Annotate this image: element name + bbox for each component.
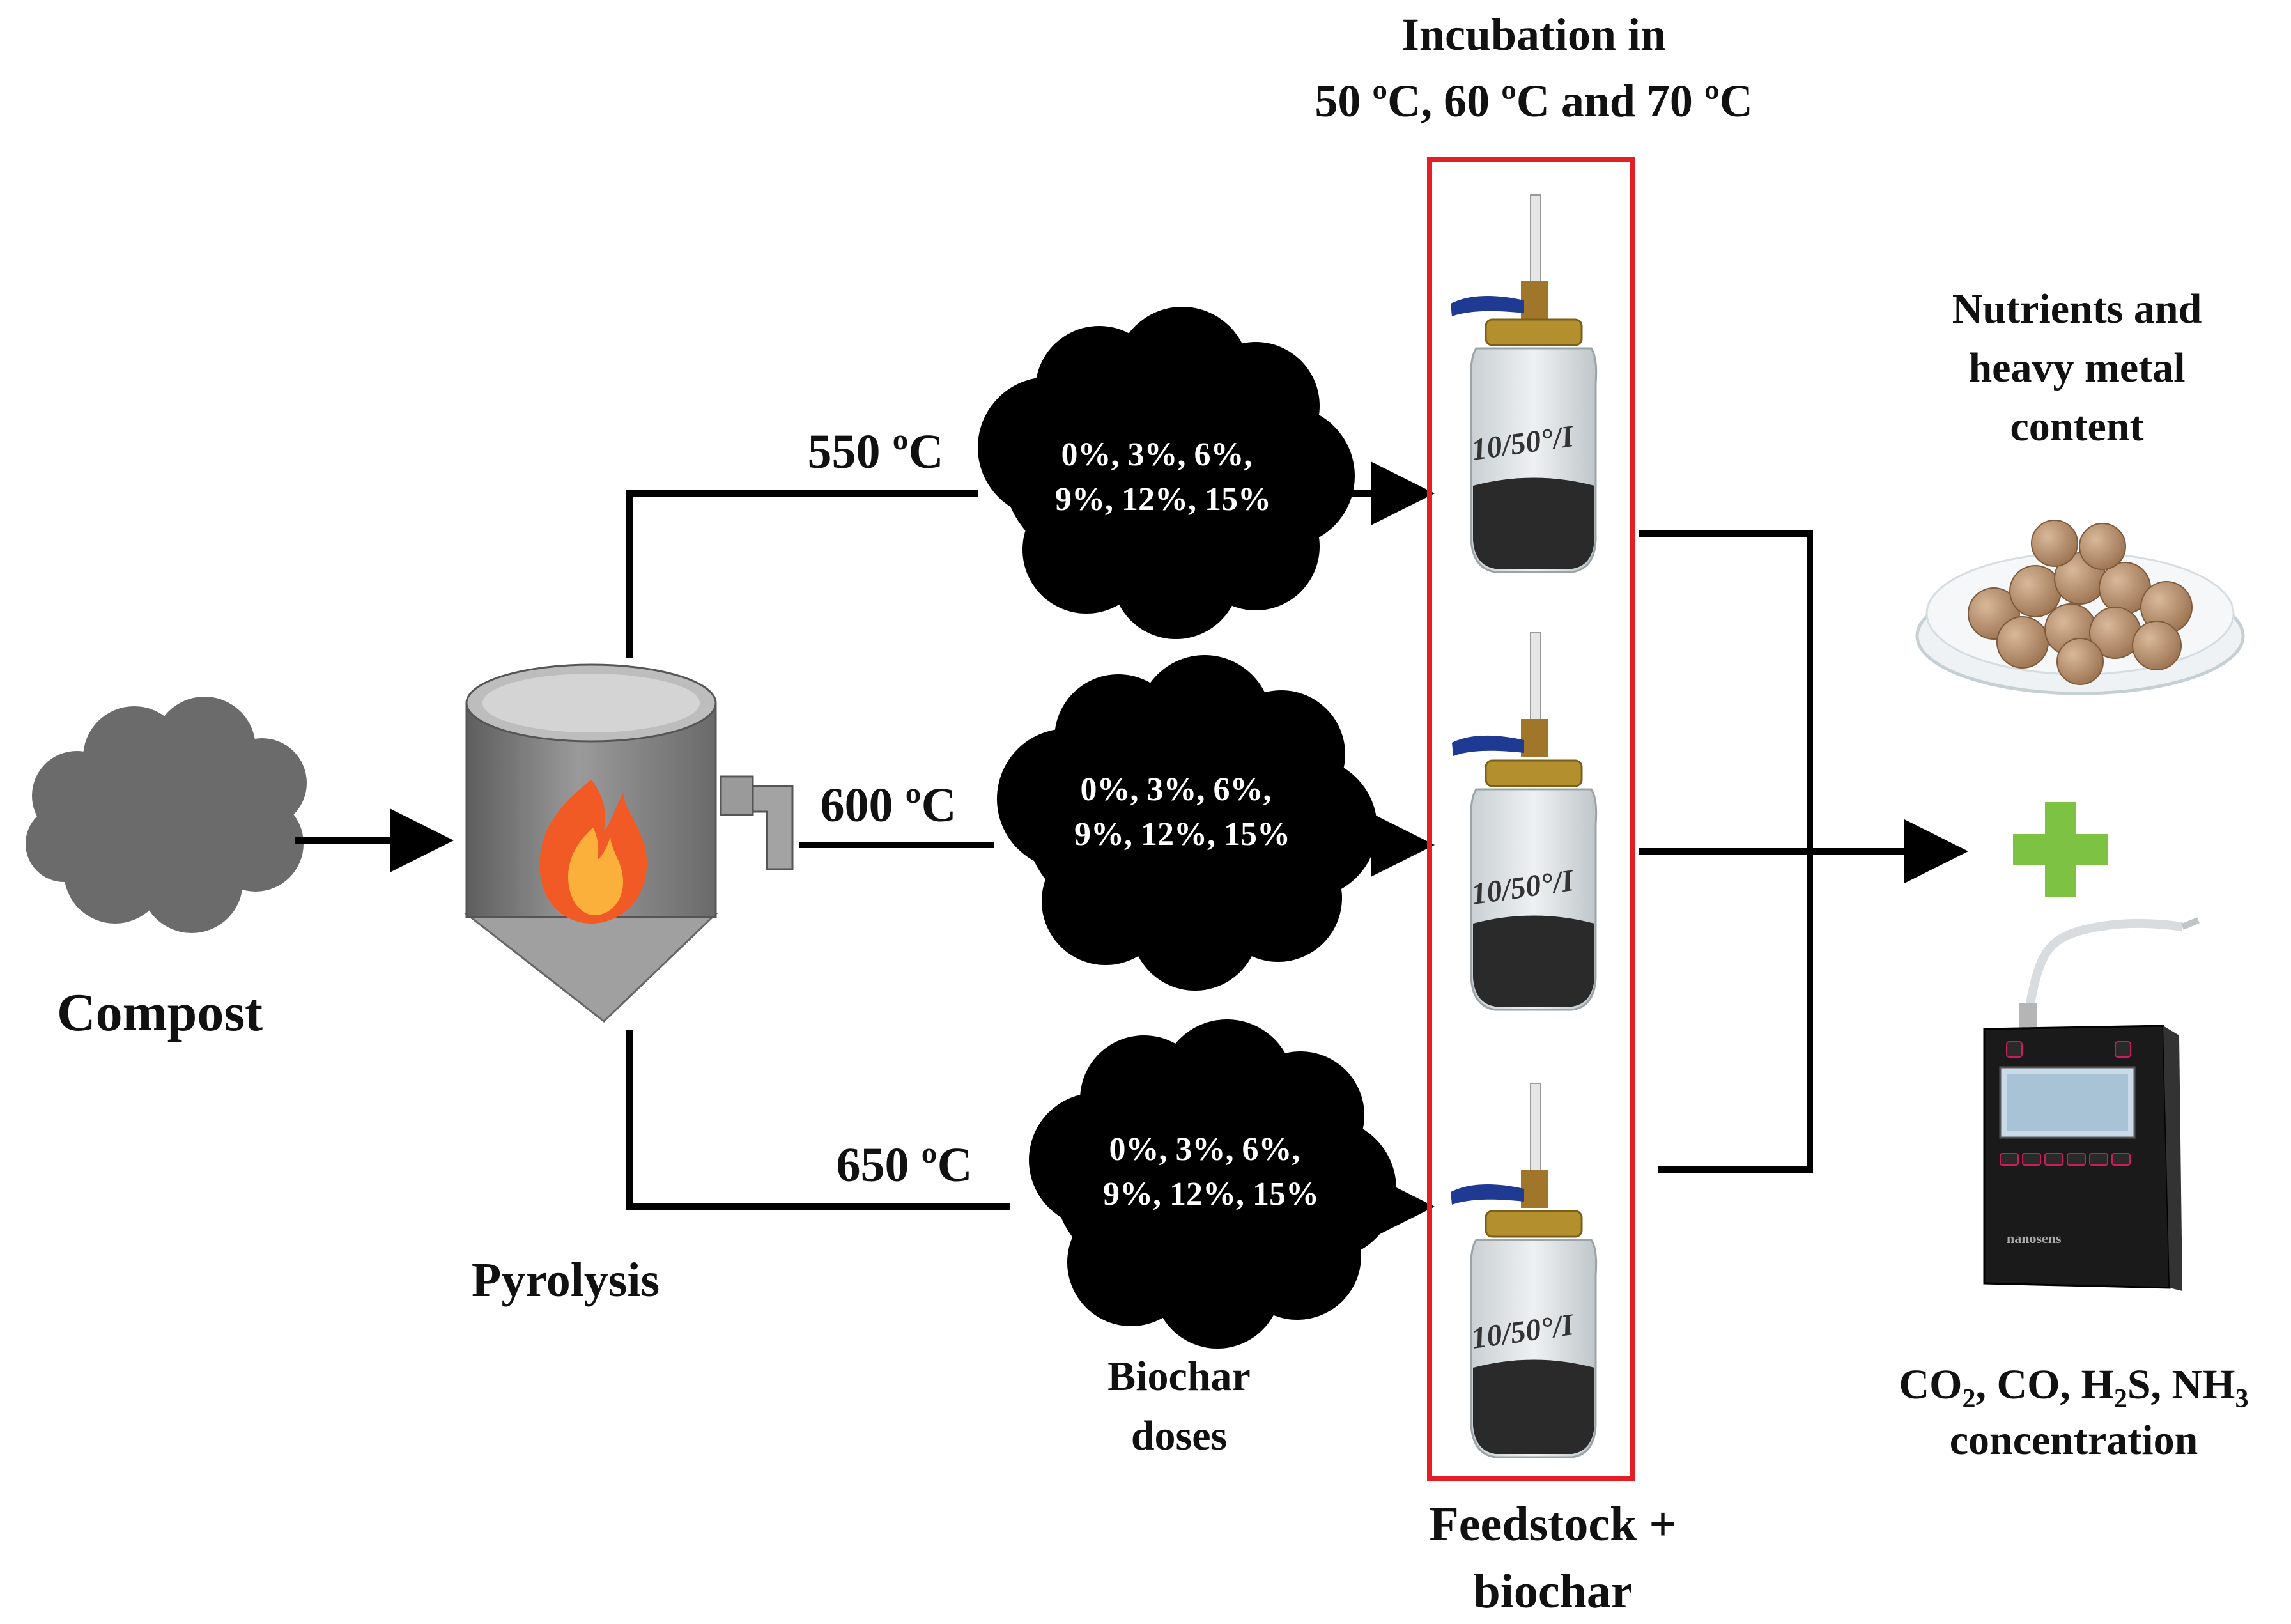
incubation-title-line2: 50 ºC, 60 ºC and 70 ºC [1315,75,1752,127]
branch-lines [626,490,1010,1210]
gases-label-line1: CO2, CO, H2S, NH3 [1899,1361,2248,1414]
biochar-cloud-550 [978,307,1355,639]
doses-550-line2: 9%, 12%, 15% [1055,481,1271,518]
gases-label-line2: concentration [1950,1417,2198,1464]
biochar-cloud-600 [997,655,1377,991]
incubation-jar-1: 10/50°/I [1451,194,1598,573]
doses-650-line2: 9%, 12%, 15% [1103,1176,1319,1212]
device-brand: nanosens [2007,1230,2062,1246]
pyrolysis-label: Pyrolysis [472,1253,660,1307]
temperature-label-650: 650 ºC [837,1138,973,1192]
petri-dish-pellets [1915,520,2245,695]
biochar-doses-label-line2: doses [1131,1412,1227,1459]
nutrients-label-line3: content [2010,403,2144,450]
biochar-cloud-650 [1029,1019,1396,1349]
pyrolysis-reactor [463,663,794,1023]
compost-label: Compost [57,983,263,1042]
incubation-box [1427,157,1635,1481]
plus-icon [2013,802,2108,897]
incubation-jar-3: 10/50°/I [1451,1083,1598,1458]
nutrients-label-line1: Nutrients and [1952,286,2202,332]
nutrients-label-line2: heavy metal [1968,344,2185,391]
doses-600-line2: 9%, 12%, 15% [1074,816,1290,853]
feedstock-label-line1: Feedstock + [1429,1497,1676,1551]
doses-650-line1: 0%, 3%, 6%, [1109,1131,1300,1168]
biochar-doses-label-line1: Biochar [1107,1353,1251,1400]
feedstock-label-line2: biochar [1473,1565,1632,1618]
gas-analyzer-device: nanosens [1983,917,2200,1291]
incubation-title-line1: Incubation in [1401,9,1666,60]
doses-600-line1: 0%, 3%, 6%, [1081,771,1272,808]
incubation-jar-2: 10/50°/I [1452,632,1598,1011]
temperature-label-550: 550 ºC [808,425,944,479]
temperature-label-600: 600 ºC [821,778,957,832]
compost-cloud [26,697,307,933]
doses-550-line1: 0%, 3%, 6%, [1061,437,1253,473]
merge-lines [1639,530,1968,1173]
